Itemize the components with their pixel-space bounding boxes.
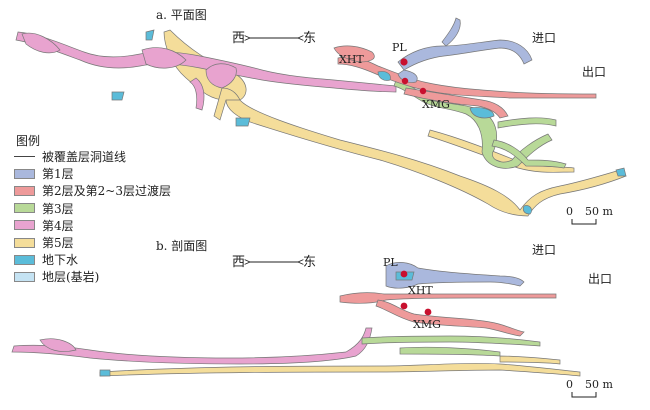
plan-layer4-mid-blob <box>141 47 187 69</box>
plan-site-label-xmg: XMG <box>422 98 450 111</box>
legend-item: 第4层 <box>14 217 171 234</box>
legend-item-label: 第5层 <box>42 236 74 251</box>
legend-color-swatch <box>14 271 35 282</box>
section-view <box>11 262 581 377</box>
plan-scale-zero: 0 <box>566 205 573 218</box>
legend-title: 图例 <box>16 134 41 148</box>
section-scale-value: 50 m <box>585 378 613 391</box>
section-site-label-xmg: XMG <box>413 318 441 331</box>
plan-layer4-passage <box>15 31 397 93</box>
section-site-marker-xmg <box>424 308 432 316</box>
legend-item-label: 地下水 <box>42 253 79 268</box>
plan-groundwater-7 <box>469 107 495 119</box>
section-layer2-passage <box>339 292 557 304</box>
section-site-marker-xht <box>400 302 408 310</box>
section-site-marker-pl <box>400 270 408 278</box>
plan-groundwater-6 <box>377 71 391 81</box>
section-entrance-label: 进口 <box>532 243 557 257</box>
plan-layer5-passage <box>163 29 627 217</box>
legend-item: 第1层 <box>14 165 171 182</box>
section-east-label: 东 <box>303 255 317 270</box>
plan-layer3-passage <box>393 79 553 169</box>
plan-layer4-loop <box>205 63 237 89</box>
legend-item: 第5层 <box>14 234 171 251</box>
legend-item-label: 第4层 <box>42 218 74 233</box>
section-site-label-xht: XHT <box>408 284 433 297</box>
legend-item: 地层(基岩) <box>14 268 171 285</box>
section-layer4-blob <box>39 338 77 352</box>
section-layer3-branch <box>399 346 501 357</box>
plan-layer4-spur <box>189 77 205 111</box>
legend-item: 被覆盖层洞道线 <box>14 148 171 165</box>
section-layer3-passage <box>361 335 541 347</box>
plan-scale-bar <box>571 219 597 225</box>
legend-item-label: 第2层及第2~3层过渡层 <box>42 184 171 199</box>
section-layer2-lower <box>375 299 525 337</box>
section-layer1-passage <box>385 262 525 289</box>
plan-groundwater-4 <box>522 205 532 215</box>
section-site-label-pl: PL <box>383 256 398 269</box>
legend-item: 第3层 <box>14 200 171 217</box>
plan-layer3-south <box>491 139 567 169</box>
plan-title: a. 平面图 <box>156 8 207 22</box>
plan-west-label: 西 <box>232 31 246 46</box>
plan-groundwater-3 <box>235 117 251 127</box>
plan-layer4-west-blob <box>21 32 61 54</box>
section-title: b. 剖面图 <box>156 239 208 253</box>
plan-site-label-pl: PL <box>392 41 407 54</box>
legend-color-swatch <box>14 220 35 231</box>
plan-groundwater-5 <box>615 167 627 177</box>
legend-color-swatch <box>14 254 35 265</box>
plan-site-marker-pl <box>400 58 408 66</box>
section-scale-bar <box>571 392 597 398</box>
legend-color-swatch <box>14 203 35 214</box>
plan-layer2-passage <box>337 56 597 99</box>
legend-item-label: 第1层 <box>42 167 74 182</box>
section-west-label: 西 <box>232 255 246 270</box>
plan-layer5-branch <box>213 87 241 121</box>
plan-view <box>15 17 627 217</box>
section-groundwater-2 <box>99 369 111 377</box>
plan-site-marker-xmg2 <box>419 87 427 95</box>
legend-item-label: 被覆盖层洞道线 <box>42 150 127 165</box>
section-layer4-passage <box>11 327 373 365</box>
legend-color-swatch <box>14 168 35 179</box>
plan-groundwater-1 <box>145 29 155 41</box>
legend-color-swatch <box>14 185 35 196</box>
plan-scale-value: 50 m <box>585 205 613 218</box>
legend-line-swatch <box>14 156 35 158</box>
plan-layer2-loop <box>403 87 509 119</box>
legend-item-label: 第3层 <box>42 201 74 216</box>
plan-groundwater-2 <box>111 91 125 101</box>
section-exit-label: 出口 <box>588 272 613 286</box>
legend: 被覆盖层洞道线第1层第2层及第2~3层过渡层第3层第4层第5层地下水地层(基岩) <box>14 148 171 286</box>
plan-site-label-xht: XHT <box>339 53 364 66</box>
plan-east-label: 东 <box>303 31 317 46</box>
plan-layer3-east <box>497 117 557 129</box>
legend-item: 地下水 <box>14 251 171 268</box>
legend-item-label: 地层(基岩) <box>42 270 100 285</box>
legend-item: 第2层及第2~3层过渡层 <box>14 182 171 199</box>
legend-color-swatch <box>14 237 35 248</box>
plan-site-marker-xmg <box>401 77 409 85</box>
plan-layer2-west <box>333 45 375 63</box>
plan-entrance-label: 进口 <box>532 31 557 45</box>
section-layer5-passage <box>99 363 581 377</box>
plan-layer1-spur <box>441 17 461 47</box>
section-scale-zero: 0 <box>566 378 573 391</box>
plan-layer1-passage <box>397 39 533 71</box>
section-layer5-east <box>499 355 561 365</box>
plan-exit-label: 出口 <box>582 65 607 79</box>
